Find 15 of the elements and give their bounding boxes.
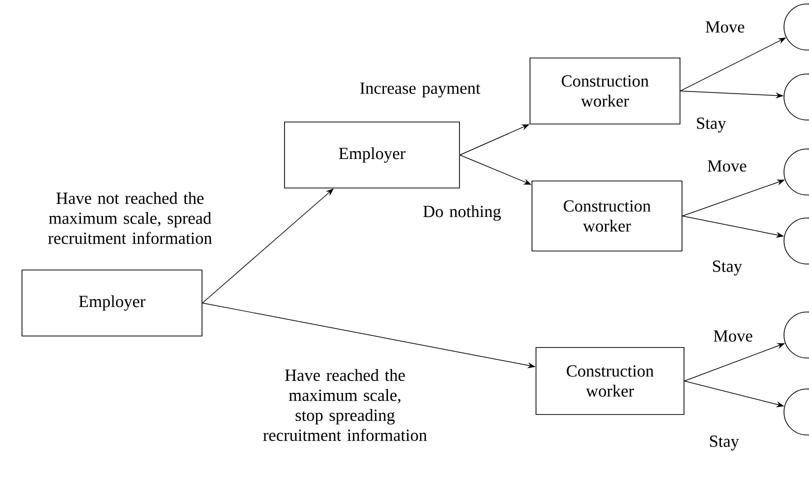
edge-label: Have not reached the maximum scale, spread recruitment information xyxy=(48,192,212,244)
edge-label: Move xyxy=(708,160,746,172)
process-box: Construction worker xyxy=(536,347,684,415)
edge-label: Have reached the maximum scale, stop spreading recruitment information xyxy=(263,369,427,441)
process-box: Employer xyxy=(284,122,460,188)
edge-label: Increase payment xyxy=(360,82,480,98)
process-box: Employer xyxy=(22,270,202,336)
edge-label: Move xyxy=(706,21,744,33)
edge-label: Move xyxy=(714,330,752,342)
edge-label: Stay xyxy=(710,436,740,450)
edge-label: Stay xyxy=(713,260,742,276)
process-box: Construction worker xyxy=(532,180,682,252)
edge-label: Do nothing xyxy=(423,205,501,221)
edge-label: Stay xyxy=(697,118,726,132)
process-box: Construction worker xyxy=(530,58,680,124)
